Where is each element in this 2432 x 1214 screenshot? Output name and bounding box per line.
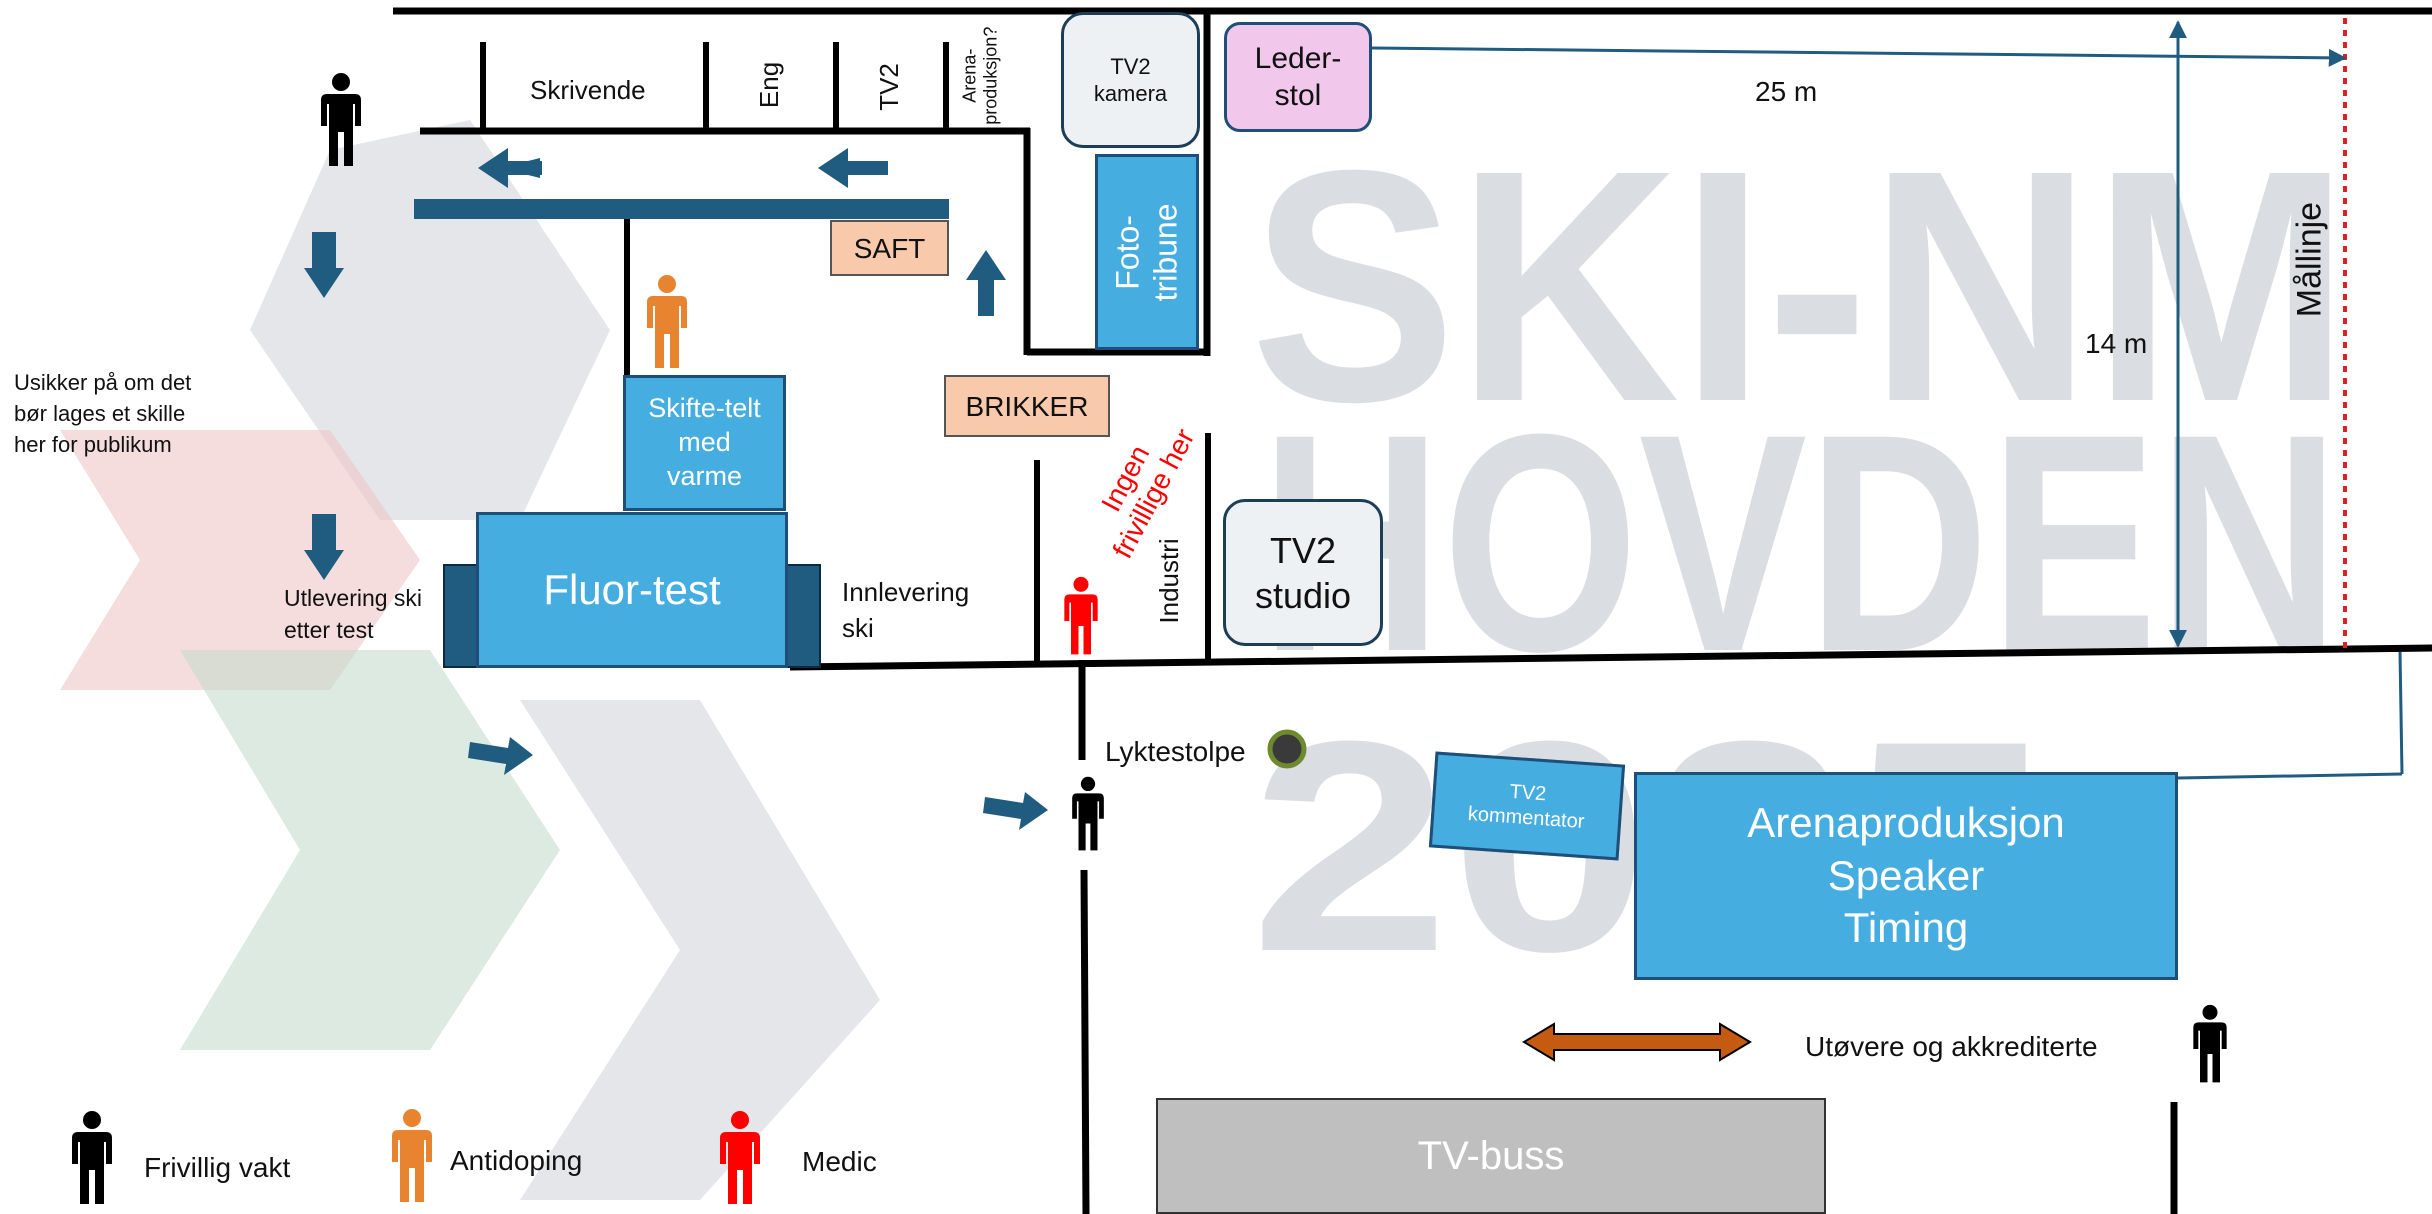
barrier-bar [414, 199, 949, 219]
box-foto-tribune: Foto- tribune [1095, 154, 1199, 350]
label-usikker-note: Usikker på om det bør lages et skille he… [14, 370, 192, 457]
main-boundary-line [789, 644, 2432, 671]
area-label-tv2: TV2 [874, 63, 905, 111]
label-industri: Industri [1154, 538, 1185, 624]
flow-arrow-down [304, 514, 344, 580]
flow-arrow-right [468, 737, 533, 775]
label-14m: 14 m [2085, 328, 2148, 359]
legend-frivillig-vakt-icon [72, 1111, 112, 1204]
legend-antidoping-icon [392, 1109, 432, 1202]
double-arrow [1522, 1022, 1752, 1062]
person-red-icon [1064, 576, 1098, 655]
box-tv2-studio: TV2 studio [1223, 499, 1383, 646]
lower-vertical-line-2 [1080, 869, 1090, 1214]
box-arenaproduksjon: Arenaproduksjon Speaker Timing [1634, 772, 2178, 980]
box-brikker: BRIKKER [944, 375, 1110, 437]
legend-label-medic: Medic [802, 1146, 877, 1177]
box-fluor-test: Fluor-test [476, 512, 788, 668]
flow-arrow-left [818, 148, 888, 188]
watermark-snowflake-shape [250, 120, 610, 520]
area-label-eng: Eng [754, 61, 785, 109]
watermark-snowflake-shape-green [180, 650, 560, 1050]
watermark-snowflake-shape-grey [520, 700, 880, 1200]
legend-medic-icon [720, 1111, 760, 1204]
foto-tribune-label: Foto- tribune [1109, 203, 1184, 301]
connector-line [2177, 772, 2403, 780]
person-black-icon [321, 73, 361, 166]
fluor-test-left-cap [443, 564, 479, 668]
person-black-icon [2193, 1004, 2227, 1083]
flow-arrow-right [983, 792, 1048, 830]
flow-arrow-up [966, 250, 1006, 316]
box-skifte-telt: Skifte-telt med varme [623, 375, 786, 511]
area-label-arena-produksjon: Arena- produksjon? [959, 26, 1000, 125]
dimension-25m-line [1371, 46, 2347, 67]
watermark-snowflake-shape-red [60, 430, 420, 690]
label-utovere: Utøvere og akkrediterte [1805, 1031, 2098, 1062]
label-25m: 25 m [1755, 76, 1818, 107]
box-tv-buss: TV-buss [1156, 1098, 1826, 1214]
person-black-icon [1072, 776, 1104, 851]
legend-label-frivillig-vakt: Frivillig vakt [144, 1152, 291, 1183]
person-orange-icon [647, 275, 687, 368]
watermark-line1: SKI-NM [1250, 101, 2350, 470]
lamp-post-icon [1267, 729, 1307, 769]
legend-label-antidoping: Antidoping [450, 1145, 583, 1176]
box-tv2-kommentator: TV2 kommentator [1428, 751, 1626, 861]
box-saft: SAFT [830, 220, 949, 276]
fluor-test-right-cap [785, 564, 821, 668]
box-lederstol: Leder- stol [1224, 22, 1372, 132]
label-mallinje: Mållinje [2290, 201, 2329, 318]
area-label-skrivende: Skrivende [530, 75, 646, 105]
flow-arrow-down [304, 232, 344, 298]
box-tv2-kamera: TV2 kamera [1061, 12, 1200, 148]
label-innlevering: Innlevering ski [842, 577, 970, 644]
label-lyktestolpe: Lyktestolpe [1105, 736, 1246, 767]
connector-line [2398, 651, 2404, 775]
flow-arrow-left [478, 148, 542, 188]
label-utlevering: Utlevering ski etter test [284, 585, 423, 644]
